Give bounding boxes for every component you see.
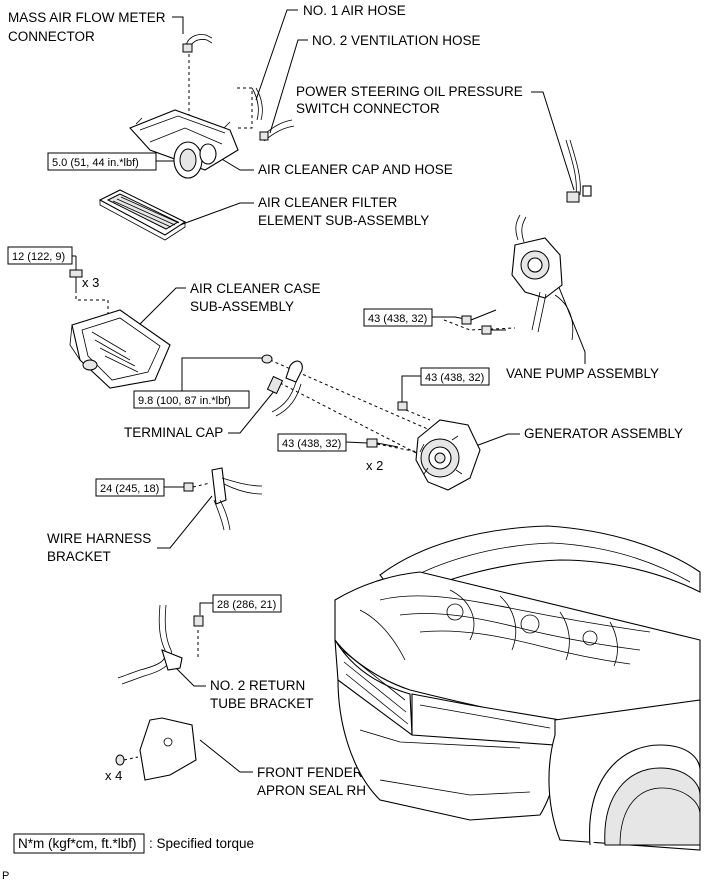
leader-no1-air-hose xyxy=(255,9,298,101)
filter-label-line2: ELEMENT SUB-ASSEMBLY xyxy=(258,213,429,228)
label-fender-apron-seal: FRONT FENDER APRON SEAL RH xyxy=(257,765,366,798)
torque-box xyxy=(133,390,250,409)
torque-value: 28 (286, 21) xyxy=(217,599,276,611)
no1-air-hose-part xyxy=(251,87,259,121)
generator-label: GENERATOR ASSEMBLY xyxy=(524,426,683,441)
legend-box xyxy=(13,833,145,854)
torque-value: 12 (122, 9) xyxy=(12,251,65,263)
generator-bolt-upper-part xyxy=(397,401,408,411)
terminal-cap-label: TERMINAL CAP xyxy=(124,425,223,440)
torque-generator-upper: 43 (438, 32) xyxy=(401,367,490,402)
ps-switch-connector-part xyxy=(565,139,592,203)
terminal-cap-part xyxy=(266,360,303,417)
ps-switch-label-line1: POWER STEERING OIL PRESSURE xyxy=(296,84,523,99)
label-mass-air-flow-connector: MASS AIR FLOW METER CONNECTOR xyxy=(8,10,166,44)
return-tube-label-line1: NO. 2 RETURN xyxy=(210,678,305,693)
leader-generator xyxy=(472,433,520,448)
torque-value: 43 (438, 32) xyxy=(425,372,484,384)
case-label-line2: SUB-ASSEMBLY xyxy=(190,299,294,314)
leader-mass-air-flow xyxy=(172,16,184,34)
wire-harness-label-line2: BRACKET xyxy=(47,549,111,564)
legend-unit: N*m (kgf*cm, ft.*lbf) xyxy=(18,836,137,851)
air-cleaner-case-part xyxy=(69,309,171,389)
no2-ventilation-hose-label: NO. 2 VENTILATION HOSE xyxy=(312,33,481,48)
leader-filter xyxy=(179,202,254,226)
torque-case-bolt: 12 (122, 9) xyxy=(7,246,77,270)
legend-text: : Specified torque xyxy=(149,836,254,851)
legend: N*m (kgf*cm, ft.*lbf) : Specified torque xyxy=(13,833,254,854)
torque-cap-hose: 5.0 (51, 44 in.*lbf) xyxy=(47,152,183,171)
multiplier-generator-bolts: x 2 xyxy=(366,458,383,473)
torque-vane-pump: 43 (438, 32) xyxy=(363,308,471,327)
air-cleaner-filter-part xyxy=(98,189,187,241)
ps-switch-label-line2: SWITCH CONNECTOR xyxy=(296,101,440,116)
torque-return-tube: 28 (286, 21) xyxy=(199,594,282,615)
mass-air-flow-connector-part xyxy=(182,34,213,53)
torque-value: 43 (438, 32) xyxy=(368,313,427,325)
return-tube-label-line2: TUBE BRACKET xyxy=(210,696,314,711)
leader-ps-switch xyxy=(531,91,575,191)
vane-pump-label: VANE PUMP ASSEMBLY xyxy=(506,366,659,381)
leader-apron-seal xyxy=(199,739,253,773)
leader-vane-pump xyxy=(551,269,586,364)
air-cleaner-cap-part xyxy=(129,109,239,179)
mass-air-flow-label-line2: CONNECTOR xyxy=(8,29,95,44)
case-label-line1: AIR CLEANER CASE xyxy=(190,281,321,296)
torque-value: 5.0 (51, 44 in.*lbf) xyxy=(52,157,139,169)
leader-air-cleaner-cap xyxy=(214,154,254,171)
fender-apron-seal-part xyxy=(115,717,197,781)
wire-harness-label-line1: WIRE HARNESS xyxy=(47,531,151,546)
terminal-nut-part xyxy=(261,354,273,364)
assembly-dashed-lines xyxy=(75,48,516,761)
apron-label-line2: APRON SEAL RH xyxy=(257,783,366,798)
no2-vent-hose-part xyxy=(259,119,295,142)
label-return-tube-bracket: NO. 2 RETURN TUBE BRACKET xyxy=(210,678,314,711)
multiplier-case-bolts: x 3 xyxy=(82,275,99,290)
vane-pump-bolt-part xyxy=(461,309,506,335)
label-filter-element: AIR CLEANER FILTER ELEMENT SUB-ASSEMBLY xyxy=(258,195,429,228)
no1-air-hose-label: NO. 1 AIR HOSE xyxy=(303,3,406,18)
vehicle-front-illustration xyxy=(334,525,701,851)
leader-lines xyxy=(127,9,586,773)
generator-part xyxy=(415,419,481,491)
torque-value: 9.8 (100, 87 in.*lbf) xyxy=(138,395,231,407)
filter-label-line1: AIR CLEANER FILTER xyxy=(258,195,398,210)
return-tube-bracket-part xyxy=(117,604,204,685)
torque-terminal-nut: 9.8 (100, 87 in.*lbf) xyxy=(133,357,264,409)
leader-wire-harness xyxy=(157,495,213,549)
leader-air-cleaner-case xyxy=(127,287,186,337)
label-ps-switch-connector: POWER STEERING OIL PRESSURE SWITCH CONNE… xyxy=(296,84,523,116)
torque-wire-harness: 24 (245, 18) xyxy=(95,478,184,497)
mass-air-flow-label-line1: MASS AIR FLOW METER xyxy=(8,10,166,25)
torque-generator-lower: 43 (438, 32) xyxy=(277,433,368,452)
apron-label-line1: FRONT FENDER xyxy=(257,765,363,780)
label-wire-harness-bracket: WIRE HARNESS BRACKET xyxy=(47,531,151,564)
vane-pump-part xyxy=(511,214,574,341)
multiplier-apron-clips: x 4 xyxy=(105,768,122,783)
corner-mark: P xyxy=(2,870,9,882)
label-air-cleaner-case: AIR CLEANER CASE SUB-ASSEMBLY xyxy=(190,281,321,314)
generator-bolt-lower-part xyxy=(366,438,399,448)
leader-no2-vent-hose xyxy=(269,39,308,134)
leader-return-tube xyxy=(175,667,206,687)
wire-harness-bracket-part xyxy=(183,467,263,531)
torque-value: 43 (438, 32) xyxy=(282,438,341,450)
air-cleaner-cap-label: AIR CLEANER CAP AND HOSE xyxy=(258,162,453,177)
leader-terminal-cap xyxy=(228,389,276,434)
torque-value: 24 (245, 18) xyxy=(100,483,159,495)
case-bolt-part xyxy=(69,269,83,290)
